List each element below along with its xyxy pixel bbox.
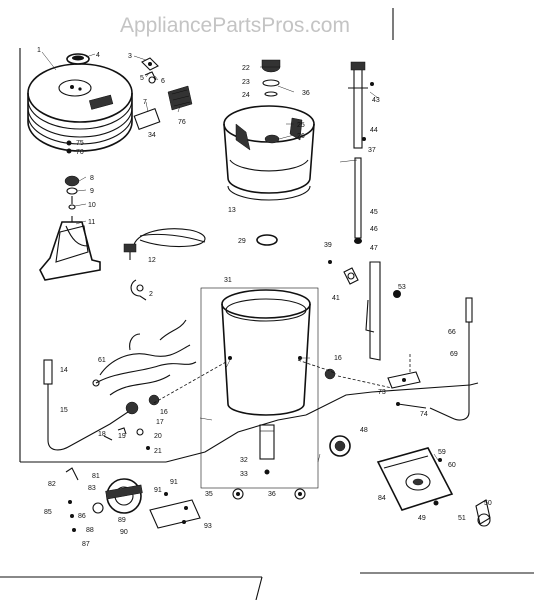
part-label-36b: 36 bbox=[302, 90, 310, 97]
part-label-8: 8 bbox=[90, 175, 94, 182]
part-label-61: 61 bbox=[98, 357, 106, 364]
part-label-91a: 91 bbox=[154, 487, 162, 494]
part-label-74: 74 bbox=[420, 411, 428, 418]
part-label-19: 19 bbox=[118, 433, 126, 440]
part-number-labels: 1 2 3 4 5 6 7 8 9 10 11 12 13 14 15 16 1… bbox=[37, 47, 492, 548]
drive-pulley-assembly bbox=[27, 53, 133, 152]
part-label-12: 12 bbox=[148, 257, 156, 264]
part-label-13: 13 bbox=[228, 207, 236, 214]
part-label-76: 76 bbox=[178, 119, 186, 126]
hose-and-pump-parts bbox=[43, 359, 336, 451]
frame-lines bbox=[0, 8, 534, 600]
part-label-88: 88 bbox=[86, 527, 94, 534]
control-panel bbox=[329, 435, 491, 527]
part-label-41: 41 bbox=[332, 295, 340, 302]
support-post bbox=[259, 424, 275, 475]
part-label-44: 44 bbox=[370, 127, 378, 134]
part-label-85: 85 bbox=[44, 509, 52, 516]
part-label-93: 93 bbox=[204, 523, 212, 530]
part-label-70: 70 bbox=[76, 149, 84, 156]
part-label-90: 90 bbox=[120, 529, 128, 536]
part-label-43: 43 bbox=[372, 97, 380, 104]
part-label-32: 32 bbox=[240, 457, 248, 464]
wire-harness bbox=[92, 319, 197, 396]
motor-assembly bbox=[65, 467, 201, 532]
part-label-84: 84 bbox=[378, 495, 386, 502]
part-label-51: 51 bbox=[458, 515, 466, 522]
part-label-82: 82 bbox=[48, 481, 56, 488]
part-label-89: 89 bbox=[118, 517, 126, 524]
wash-basket bbox=[223, 105, 315, 201]
leveling-feet bbox=[232, 488, 306, 500]
part-label-22: 22 bbox=[242, 65, 250, 72]
part-label-53: 53 bbox=[398, 284, 406, 291]
part-label-10: 10 bbox=[88, 202, 96, 209]
part-label-20: 20 bbox=[154, 433, 162, 440]
part-label-15: 15 bbox=[60, 407, 68, 414]
part-label-46: 46 bbox=[370, 226, 378, 233]
strap-and-bolt bbox=[387, 371, 427, 409]
part-label-86: 86 bbox=[78, 513, 86, 520]
part-label-17: 17 bbox=[156, 419, 164, 426]
part-label-9: 9 bbox=[90, 188, 94, 195]
part-label-66: 66 bbox=[448, 329, 456, 336]
part-label-25: 25 bbox=[297, 122, 305, 129]
part-label-87: 87 bbox=[82, 541, 90, 548]
hub-nut-parts bbox=[256, 59, 281, 246]
part-label-59: 59 bbox=[438, 449, 446, 456]
part-label-33: 33 bbox=[240, 471, 248, 478]
part-label-24: 24 bbox=[242, 92, 250, 99]
part-label-26: 26 bbox=[297, 133, 305, 140]
part-label-83: 83 bbox=[88, 485, 96, 492]
part-label-81: 81 bbox=[92, 473, 100, 480]
part-label-49: 49 bbox=[418, 515, 426, 522]
dashed-connection-lines bbox=[151, 352, 411, 405]
part-label-39: 39 bbox=[324, 242, 332, 249]
part-label-2: 2 bbox=[149, 291, 153, 298]
part-label-47: 47 bbox=[370, 245, 378, 252]
agitator-assembly bbox=[39, 175, 101, 281]
part-label-37: 37 bbox=[368, 147, 376, 154]
part-label-35: 35 bbox=[205, 491, 213, 498]
watermark: AppliancePartsPros.com bbox=[120, 14, 350, 37]
part-label-7: 7 bbox=[143, 99, 147, 106]
part-label-21: 21 bbox=[154, 448, 162, 455]
part-label-48: 48 bbox=[360, 427, 368, 434]
tube-and-bracket bbox=[328, 260, 401, 361]
part-label-16a: 16 bbox=[160, 409, 168, 416]
part-label-60: 60 bbox=[448, 462, 456, 469]
part-label-5: 5 bbox=[140, 75, 144, 82]
part-label-29: 29 bbox=[238, 238, 246, 245]
leader-lines bbox=[41, 51, 439, 463]
part-label-34: 34 bbox=[148, 132, 156, 139]
cable-rod bbox=[429, 297, 473, 421]
power-cord bbox=[123, 228, 206, 260]
outer-tub bbox=[221, 289, 311, 416]
part-label-1: 1 bbox=[37, 47, 41, 54]
part-label-91b: 91 bbox=[170, 479, 178, 486]
part-label-23: 23 bbox=[242, 79, 250, 86]
switch-and-bracket-parts bbox=[66, 57, 193, 154]
part-label-45: 45 bbox=[370, 209, 378, 216]
part-label-6: 6 bbox=[161, 78, 165, 85]
part-label-3: 3 bbox=[128, 53, 132, 60]
clamp-part bbox=[130, 279, 147, 301]
part-label-16b: 16 bbox=[334, 355, 342, 362]
part-label-11: 11 bbox=[88, 219, 95, 226]
part-label-18: 18 bbox=[98, 431, 106, 438]
part-label-36a: 36 bbox=[268, 491, 276, 498]
part-label-73: 73 bbox=[378, 389, 386, 396]
drive-shaft-and-rod bbox=[348, 61, 374, 244]
part-label-69: 69 bbox=[450, 351, 458, 358]
part-label-4: 4 bbox=[96, 52, 100, 59]
part-label-14: 14 bbox=[60, 367, 68, 374]
part-label-75: 75 bbox=[76, 140, 84, 147]
part-label-31: 31 bbox=[224, 277, 232, 284]
part-label-50: 50 bbox=[484, 500, 492, 507]
